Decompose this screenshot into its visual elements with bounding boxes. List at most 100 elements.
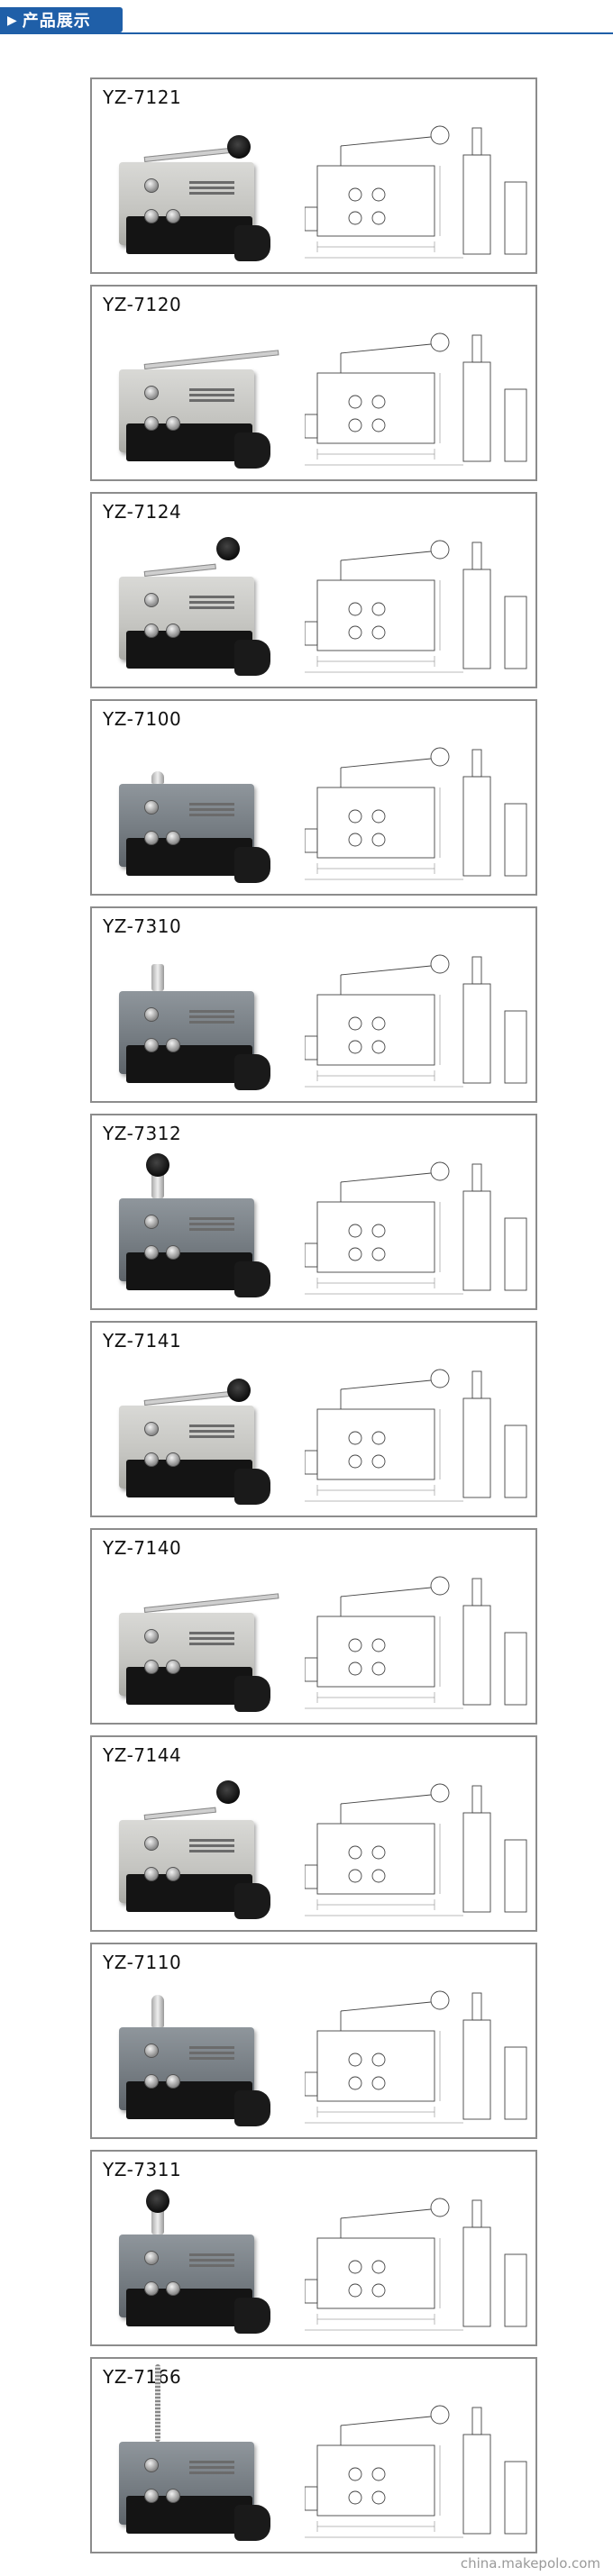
side-view-actuator [471, 2199, 482, 2228]
product-model: YZ-7312 [103, 1123, 182, 1144]
screw-icon [144, 1245, 159, 1260]
terminal-hole [371, 1661, 386, 1676]
front-view-mount [304, 828, 318, 853]
product-model: YZ-7124 [103, 501, 182, 523]
front-view-mount [304, 1450, 318, 1475]
lever-icon [143, 1390, 234, 1406]
product-card: YZ-7311 [90, 2150, 537, 2346]
product-model: YZ-7310 [103, 915, 182, 937]
roller-icon [227, 1379, 251, 1402]
side-view-outline [462, 1397, 491, 1498]
mount-hole [371, 2467, 386, 2481]
side-view-outline [462, 983, 491, 1084]
mount-hole [348, 1016, 362, 1031]
screw-icon [144, 624, 159, 638]
screw-icon [144, 2458, 159, 2472]
product-model: YZ-7144 [103, 1744, 182, 1766]
terminal-hole [371, 1040, 386, 1054]
switch-base-nub [234, 2298, 270, 2334]
dimension-drawing [304, 1543, 532, 1719]
screw-icon [144, 2044, 159, 2058]
end-view-outline [504, 596, 527, 669]
switch-photo [108, 1151, 288, 1305]
technical-drawing [304, 540, 527, 673]
screw-icon [144, 831, 159, 845]
screw-icon [166, 2281, 180, 2296]
screw-icon [166, 1245, 180, 1260]
lever-icon [143, 563, 216, 577]
screw-icon [144, 1452, 159, 1467]
front-view-outline [316, 2444, 435, 2517]
product-model: YZ-7311 [103, 2159, 182, 2180]
terminal-hole [348, 418, 362, 432]
lever-icon [143, 147, 234, 162]
product-card: YZ-7100 [90, 699, 537, 896]
switch-photo [108, 944, 288, 1097]
screw-icon [144, 2251, 159, 2265]
mount-hole [348, 1224, 362, 1238]
mount-hole [348, 187, 362, 202]
switch-label-marks [189, 178, 234, 198]
screw-icon [166, 1038, 180, 1052]
terminal-hole [371, 2076, 386, 2090]
header-divider [0, 32, 613, 34]
product-model: YZ-7141 [103, 1330, 182, 1352]
side-view-actuator [471, 1785, 482, 1814]
side-view-outline [462, 1605, 491, 1706]
product-model: YZ-7120 [103, 294, 182, 315]
switch-photo [108, 323, 288, 476]
roller-icon [216, 1780, 240, 1804]
switch-photo [108, 1773, 288, 1926]
mount-hole [371, 1431, 386, 1445]
plunger-icon [151, 964, 164, 991]
technical-drawing [304, 1783, 527, 1916]
screw-icon [144, 593, 159, 607]
side-view-actuator [471, 749, 482, 778]
screw-icon [144, 2281, 159, 2296]
product-card: YZ-7310 [90, 906, 537, 1103]
front-view-mount [304, 1657, 318, 1682]
section-header: ▶ 产品展示 [0, 0, 613, 40]
terminal-hole [348, 2283, 362, 2298]
switch-label-marks [189, 593, 234, 613]
switch-label-marks [189, 2251, 234, 2271]
roller-outline [430, 540, 450, 560]
side-view-outline [462, 2019, 491, 2120]
screw-icon [144, 1215, 159, 1229]
screw-icon [144, 1867, 159, 1881]
front-view-mount [304, 1864, 318, 1889]
screw-icon [166, 416, 180, 431]
switch-base [126, 1460, 252, 1497]
switch-photo [108, 1566, 288, 1719]
screw-icon [144, 1660, 159, 1674]
terminal-hole [371, 418, 386, 432]
switch-base-nub [234, 640, 270, 676]
mount-hole [348, 2467, 362, 2481]
switch-base [126, 631, 252, 669]
front-view-outline [316, 372, 435, 444]
switch-label-marks [189, 1629, 234, 1649]
switch-base-nub [234, 1261, 270, 1297]
switch-base-nub [234, 2505, 270, 2541]
plunger-icon [151, 1995, 164, 2027]
switch-base [126, 2289, 252, 2326]
screw-icon [144, 1038, 159, 1052]
mount-hole [371, 1016, 386, 1031]
switch-label-marks [189, 1007, 234, 1027]
mount-hole [348, 602, 362, 616]
roller-outline [430, 1576, 450, 1596]
switch-base [126, 1874, 252, 1912]
end-view-outline [504, 1217, 527, 1291]
mount-hole [371, 809, 386, 824]
front-view-outline [316, 165, 435, 237]
roller-outline [430, 2198, 450, 2217]
front-view-mount [304, 2486, 318, 2511]
mount-hole [348, 1845, 362, 1860]
terminal-hole [348, 1661, 362, 1676]
switch-photo [108, 2364, 288, 2548]
front-view-outline [316, 994, 435, 1066]
switch-photo [108, 115, 288, 269]
technical-drawing [304, 332, 527, 466]
spring-icon [155, 2364, 160, 2442]
lever-icon [143, 350, 279, 369]
